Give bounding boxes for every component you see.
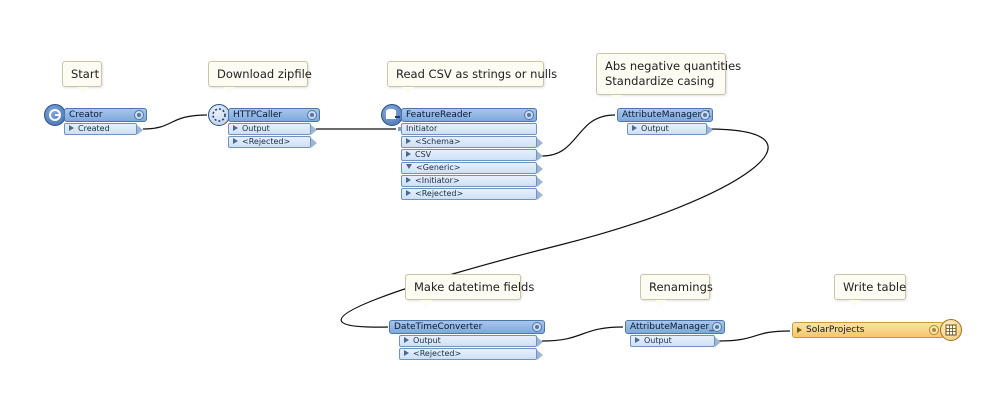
annotation-start-text: Start [71,67,100,81]
featurereader-title: FeatureReader [406,110,472,120]
featurereader-port-schema-label: <Schema> [415,137,461,146]
port-expand-icon [404,349,409,356]
output-arrow-icon [137,125,143,135]
port-expand-icon [797,326,802,333]
annotation-datetime[interactable]: Make datetime fields [405,274,534,307]
creator-port-created[interactable]: Created [64,123,143,135]
attrmgr2-header[interactable]: AttributeManager_2 [625,320,725,334]
port-expand-icon [233,124,238,131]
port-expand-icon [406,150,411,157]
port-expand-icon [632,124,637,131]
annotation-abs-standardize[interactable]: Abs negative quantities Standardize casi… [596,53,742,102]
output-arrow-icon [537,337,543,347]
attrmgr2-title: AttributeManager_2 [630,322,720,332]
attrmgr1-port-output-label: Output [641,124,669,133]
httpcaller-header[interactable]: HTTPCaller [228,108,320,122]
table-icon [940,319,962,341]
connection-creator-httpcaller[interactable] [142,114,208,130]
featurereader-input-initiator[interactable]: Initiator [398,123,537,135]
creator-port-created-label: Created [78,124,110,133]
port-expand-icon [406,189,411,196]
gear-icon[interactable] [307,110,317,120]
port-expand-icon [406,137,411,144]
connection-attrmgr1-datetime[interactable] [340,128,769,328]
connection-attrmgr2-writer[interactable] [717,330,791,342]
output-arrow-icon [537,138,543,148]
annotation-renamings[interactable]: Renamings [640,274,713,307]
gear-icon[interactable] [524,110,534,120]
gear-icon[interactable] [712,322,722,332]
output-arrow-icon [311,125,317,135]
output-arrow-icon [715,337,721,347]
connection-featurereader-attrmgr1[interactable] [541,114,616,157]
connection-datetime-attrmgr2[interactable] [541,326,624,342]
httpcaller-port-output[interactable]: Output [228,123,317,135]
port-expand-icon [635,336,640,343]
annotation-read-csv-text: Read CSV as strings or nulls [396,67,558,81]
port-expand-icon [69,124,74,131]
annotation-abs-line2: Standardize casing [605,74,715,88]
input-port-icon [398,127,402,131]
featurereader-header[interactable]: FeatureReader [401,108,537,122]
httpcaller-port-rejected[interactable]: <Rejected> [228,136,317,148]
httpcaller-port-rejected-label: <Rejected> [242,137,291,146]
output-arrow-icon [537,177,543,187]
annotation-write-table[interactable]: Write table [834,274,907,307]
writer-header[interactable]: SolarProjects [792,322,944,338]
annotation-download[interactable]: Download zipfile [208,61,312,94]
annotation-write-table-text: Write table [843,280,907,294]
annotation-start[interactable]: Start [62,61,102,94]
gear-icon[interactable] [532,322,542,332]
featurereader-port-rejected[interactable]: <Rejected> [401,188,543,200]
gear-icon[interactable] [929,325,939,335]
featurereader-port-rejected-label: <Rejected> [415,189,464,198]
port-expand-icon [404,336,409,343]
attrmgr1-title: AttributeManager_1 [622,110,712,120]
annotation-datetime-text: Make datetime fields [414,280,535,294]
featurereader-port-generic-label: <Generic> [416,163,461,172]
output-arrow-icon [537,350,543,360]
creator-title: Creator [69,110,103,120]
featurereader-port-csv-label: CSV [415,150,432,159]
datetime-port-output-label: Output [413,336,441,345]
featurereader-port-initiator-label: <Initiator> [415,176,460,185]
output-arrow-icon [311,138,317,148]
datetime-title: DateTimeConverter [394,322,483,332]
annotation-read-csv[interactable]: Read CSV as strings or nulls [387,61,557,94]
httpcaller-port-output-label: Output [242,124,270,133]
datetime-port-rejected-label: <Rejected> [413,349,462,358]
creator-icon [44,104,66,126]
featurereader-port-schema[interactable]: <Schema> [401,136,543,148]
writer-title: SolarProjects [806,325,865,335]
creator-header[interactable]: Creator [64,108,147,122]
attrmgr2-port-output-label: Output [644,336,672,345]
database-icon [381,104,403,126]
annotation-abs-line1: Abs negative quantities [605,59,742,73]
featurereader-port-generic[interactable]: <Generic> [401,162,543,174]
attrmgr1-header[interactable]: AttributeManager_1 [617,108,713,122]
featurereader-port-initiator[interactable]: <Initiator> [401,175,543,187]
annotation-download-text: Download zipfile [217,67,312,81]
attrmgr1-port-output[interactable]: Output [627,123,713,135]
output-arrow-icon [537,164,543,174]
featurereader-port-csv[interactable]: CSV [401,149,543,161]
attrmgr2-port-output[interactable]: Output [630,335,721,347]
output-arrow-icon [537,151,543,161]
datetime-port-output[interactable]: Output [399,335,543,347]
port-expand-icon [406,176,411,183]
datetime-port-rejected[interactable]: <Rejected> [399,348,543,360]
httpcaller-title: HTTPCaller [233,110,283,120]
gear-icon[interactable] [134,110,144,120]
http-icon [208,104,230,126]
annotation-renamings-text: Renamings [649,280,713,294]
output-arrow-icon [707,125,713,135]
output-arrow-icon [537,190,543,200]
featurereader-input-label: Initiator [406,124,438,133]
port-collapse-icon [406,164,412,169]
gear-icon[interactable] [700,110,710,120]
datetime-header[interactable]: DateTimeConverter [389,320,545,334]
port-expand-icon [233,137,238,144]
